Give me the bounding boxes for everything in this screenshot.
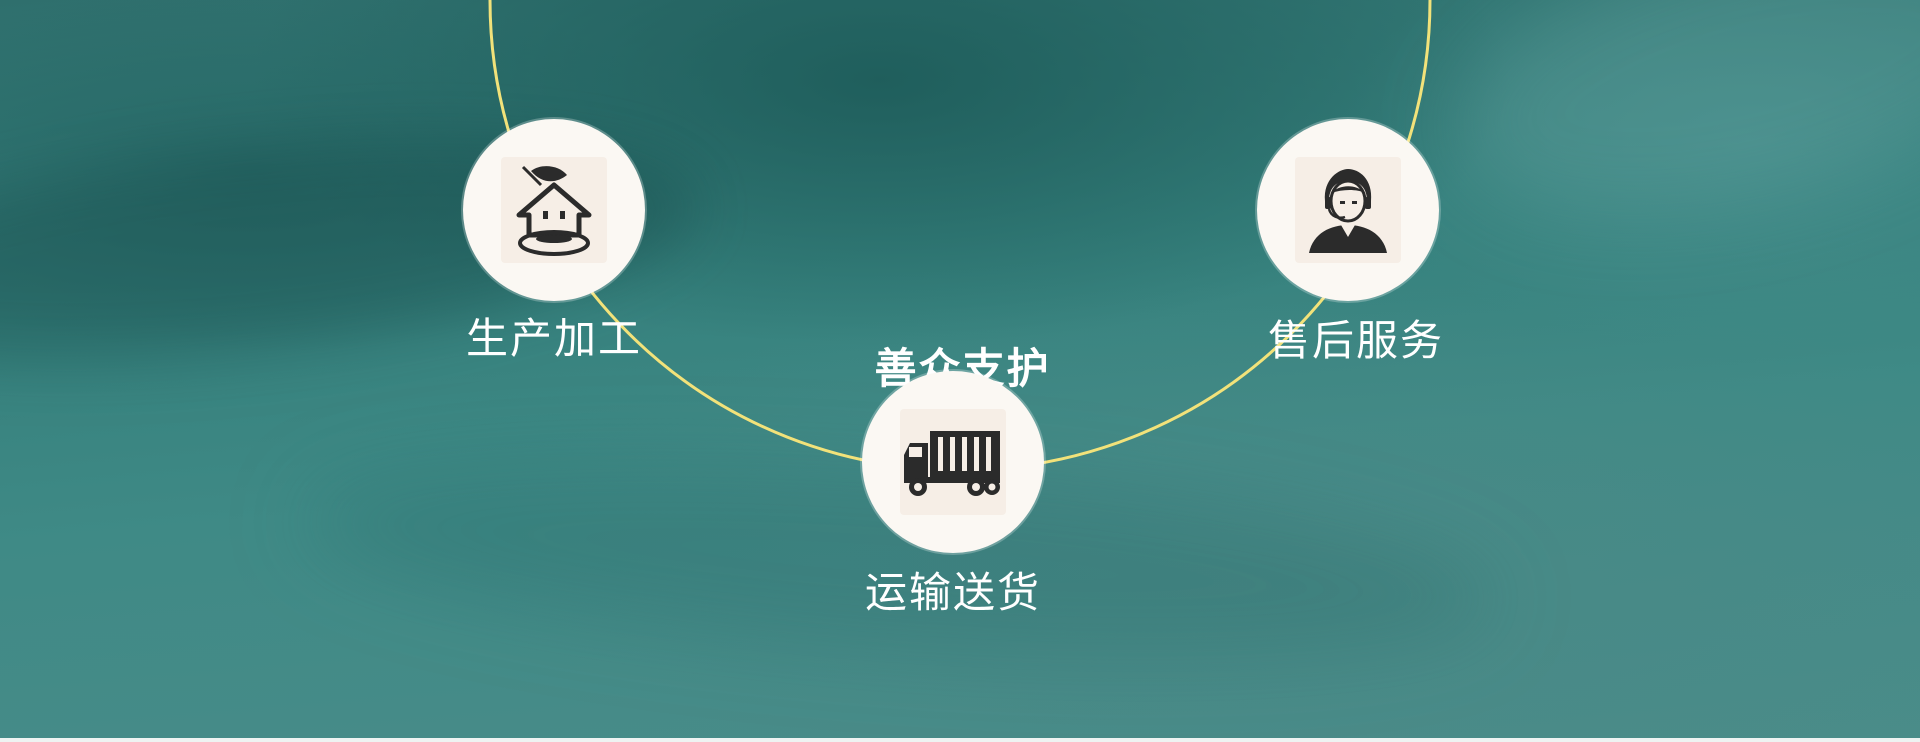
step-transport-label: 运输送货 (864, 568, 1041, 617)
house-leaf-icon (516, 165, 592, 256)
icon-frame (900, 409, 1006, 515)
truck-icon (904, 431, 1000, 496)
icon-frame (501, 157, 607, 263)
step-service-label: 售后服务 (1267, 316, 1444, 365)
step-production-label: 生产加工 (465, 314, 642, 363)
step-transport-node[interactable] (862, 371, 1044, 553)
step-production-node[interactable] (463, 119, 645, 301)
customer-service-icon (1309, 169, 1387, 253)
step-service-node[interactable] (1257, 119, 1439, 301)
icon-frame (1295, 157, 1401, 263)
bottom-divider (0, 738, 1920, 742)
